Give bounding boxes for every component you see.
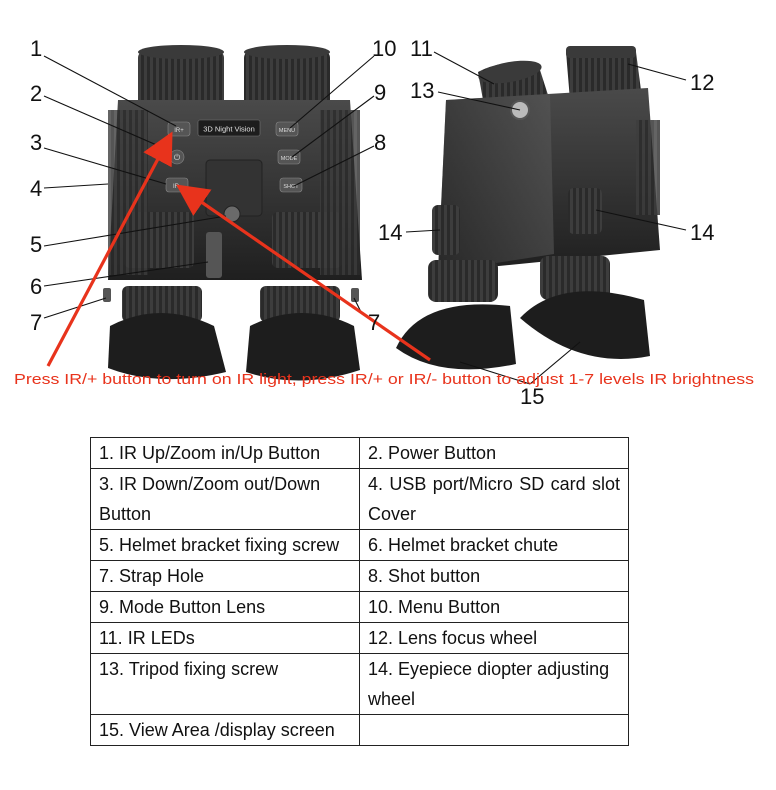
table-row: 13. Tripod fixing screw 14. Eyepiece dio… xyxy=(90,653,629,715)
callout-7-right: 7 xyxy=(368,310,380,335)
callout-2: 2 xyxy=(30,81,42,106)
device-front-view: 3D Night Vision IR+ ⏻ IR- MENU MODE SHOT xyxy=(103,45,362,381)
table-row: 5. Helmet bracket fixing screw 6. Helmet… xyxy=(90,529,629,561)
leader-13 xyxy=(437,91,521,111)
leader-15b xyxy=(529,341,581,385)
shot-button-label: SHOT xyxy=(283,184,299,190)
front-buttons: IR+ ⏻ IR- MENU MODE SHOT xyxy=(165,121,303,193)
leader-5 xyxy=(43,215,227,247)
table-cell: 15. View Area /display screen xyxy=(90,714,360,746)
table-row: 15. View Area /display screen xyxy=(90,714,629,746)
callout-1: 1 xyxy=(30,36,42,61)
leader-15a xyxy=(459,361,531,385)
table-cell: 5. Helmet bracket fixing screw xyxy=(90,529,360,561)
mode-button[interactable] xyxy=(277,149,301,165)
callout-8: 8 xyxy=(374,130,386,155)
callout-11: 11 xyxy=(410,36,433,61)
table-cell: 1. IR Up/Zoom in/Up Button xyxy=(90,437,360,469)
leader-11 xyxy=(433,51,495,85)
leader-7a xyxy=(43,297,107,319)
table-cell: 2. Power Button xyxy=(359,437,629,469)
table-cell: 4. USB port/Micro SD card slot Cover xyxy=(359,468,629,530)
device-diagram: 3D Night Vision IR+ ⏻ IR- MENU MODE SHOT xyxy=(14,36,754,409)
callout-14-right: 14 xyxy=(690,220,714,245)
leader-9 xyxy=(291,95,375,158)
table-row: 7. Strap Hole 8. Shot button xyxy=(90,560,629,592)
table-row: 11. IR LEDs 12. Lens focus wheel xyxy=(90,622,629,654)
helmet-bracket-chute xyxy=(206,232,222,278)
callout-13: 13 xyxy=(410,78,434,103)
table-row: 9. Mode Button Lens 10. Menu Button xyxy=(90,591,629,623)
table-row: 3. IR Down/Zoom out/Down Button 4. USB p… xyxy=(90,468,629,530)
leader-14a xyxy=(405,229,441,233)
callout-15: 15 xyxy=(520,384,544,409)
instruction-text: Press IR/+ button to turn on IR light, p… xyxy=(14,371,754,388)
leader-3 xyxy=(43,147,167,185)
annotation-arrows xyxy=(46,131,431,367)
table-cell: 3. IR Down/Zoom out/Down Button xyxy=(90,468,360,530)
table-cell: 14. Eyepiece diopter adjusting wheel xyxy=(359,653,629,715)
callout-3: 3 xyxy=(30,130,42,155)
table-cell: 11. IR LEDs xyxy=(90,622,360,654)
device-side-view xyxy=(396,46,660,370)
leader-4 xyxy=(43,183,109,189)
callout-numbers: 1 2 3 4 5 6 7 7 8 9 10 11 12 13 14 14 15 xyxy=(30,36,714,409)
strap-hole-right xyxy=(351,288,359,302)
strap-hole-left xyxy=(103,288,111,302)
menu-button-label: MENU xyxy=(279,128,295,134)
power-icon: ⏻ xyxy=(174,153,181,162)
table-cell: 12. Lens focus wheel xyxy=(359,622,629,654)
table-cell: 9. Mode Button Lens xyxy=(90,591,360,623)
diopter-wheel-left xyxy=(432,205,460,255)
table-row: 1. IR Up/Zoom in/Up Button 2. Power Butt… xyxy=(90,437,629,469)
ir-down-button-label: IR- xyxy=(173,184,181,190)
leader-12 xyxy=(627,63,687,81)
arrow-to-ir-down xyxy=(176,184,431,362)
ir-up-button[interactable] xyxy=(167,121,191,137)
table-cell: 13. Tripod fixing screw xyxy=(90,653,360,715)
callout-5: 5 xyxy=(30,232,42,257)
mode-button-label: MODE xyxy=(281,156,298,162)
callout-4: 4 xyxy=(30,176,42,201)
leader-8 xyxy=(293,145,375,187)
callout-14-left: 14 xyxy=(378,220,402,245)
brand-label-plate xyxy=(197,119,261,137)
shot-button[interactable] xyxy=(279,177,303,193)
brand-label: 3D Night Vision xyxy=(203,125,255,134)
table-cell: 8. Shot button xyxy=(359,560,629,592)
callout-9: 9 xyxy=(374,80,386,105)
leader-6 xyxy=(43,261,209,287)
callout-6: 6 xyxy=(30,274,42,299)
table-cell: 10. Menu Button xyxy=(359,591,629,623)
table-cell: 6. Helmet bracket chute xyxy=(359,529,629,561)
parts-legend-table: 1. IR Up/Zoom in/Up Button 2. Power Butt… xyxy=(90,437,629,746)
callout-12: 12 xyxy=(690,70,714,95)
table-cell: 7. Strap Hole xyxy=(90,560,360,592)
leader-14b xyxy=(595,209,687,231)
leader-10 xyxy=(289,55,375,129)
ir-up-button-label: IR+ xyxy=(174,128,184,134)
leader-1 xyxy=(43,55,177,127)
arrow-to-ir-up xyxy=(46,131,173,367)
diopter-wheel-right xyxy=(568,188,602,234)
table-cell xyxy=(359,714,629,746)
callout-10: 10 xyxy=(372,36,396,61)
callout-7-left: 7 xyxy=(30,310,42,335)
